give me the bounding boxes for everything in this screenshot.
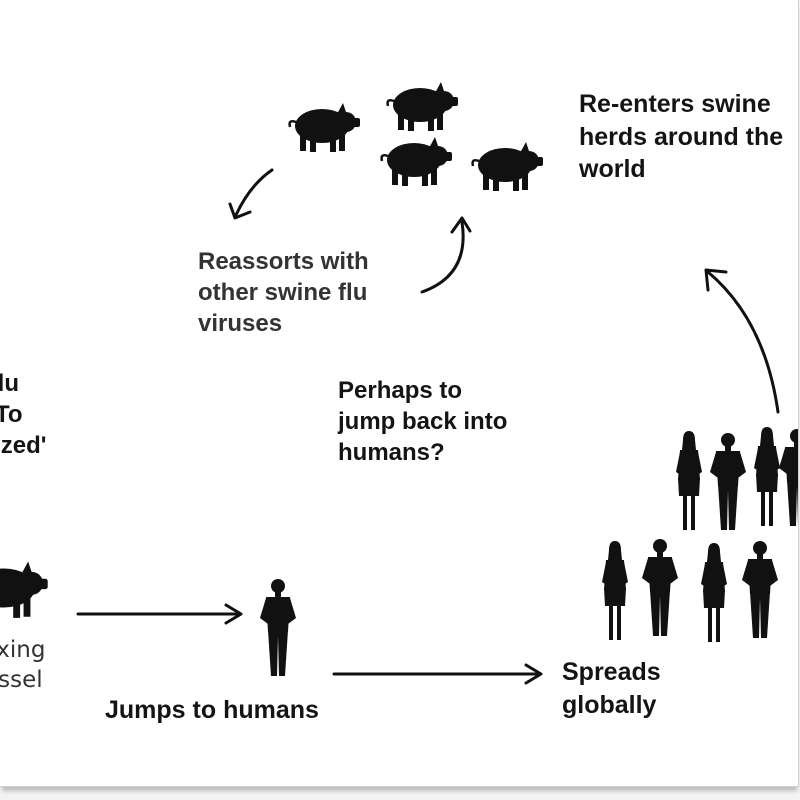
label-jumps-to-humans: Jumps to humans	[105, 696, 319, 724]
label-spreads-globally: Spreads globally	[562, 658, 661, 719]
arrow-to-reassort	[234, 168, 274, 217]
human-crowd	[602, 427, 798, 642]
label-adapts: Swine Flu Adapts To 'Humanized' Form	[0, 370, 47, 460]
pig-icon	[386, 80, 460, 133]
person-icon	[742, 541, 778, 638]
label-mixing-vessel: Mixing Vessel	[0, 637, 46, 693]
person-icon	[710, 433, 746, 530]
arrow-back-to-swine	[706, 270, 780, 414]
arrowhead-icon	[524, 663, 543, 685]
arrowhead-icon	[450, 216, 472, 234]
single-human	[260, 579, 296, 676]
pig-icon	[0, 560, 50, 620]
pig-herd	[288, 80, 545, 193]
person-icon	[701, 543, 727, 642]
pig-icon	[471, 140, 545, 193]
person-icon	[754, 427, 780, 526]
arrow-up-to-herd	[420, 220, 465, 294]
person-icon	[676, 431, 702, 530]
person-icon	[642, 539, 678, 636]
arrowhead-icon	[224, 603, 243, 625]
pig-icon	[380, 135, 454, 188]
person-icon	[602, 541, 628, 640]
arrowhead-icon	[228, 202, 252, 220]
mixing-vessel-pig	[0, 560, 50, 620]
arrowhead-icon	[704, 268, 728, 292]
arrows	[76, 168, 780, 685]
pig-icon	[288, 101, 362, 154]
person-icon	[779, 429, 798, 526]
label-reenters-swine: Re-enters swine herds around the world	[579, 90, 784, 183]
person-icon	[260, 579, 296, 676]
label-jump-back: Perhaps to jump back into humans?	[338, 377, 508, 467]
label-reassorts: Reassorts with other swine flu viruses	[198, 248, 369, 338]
